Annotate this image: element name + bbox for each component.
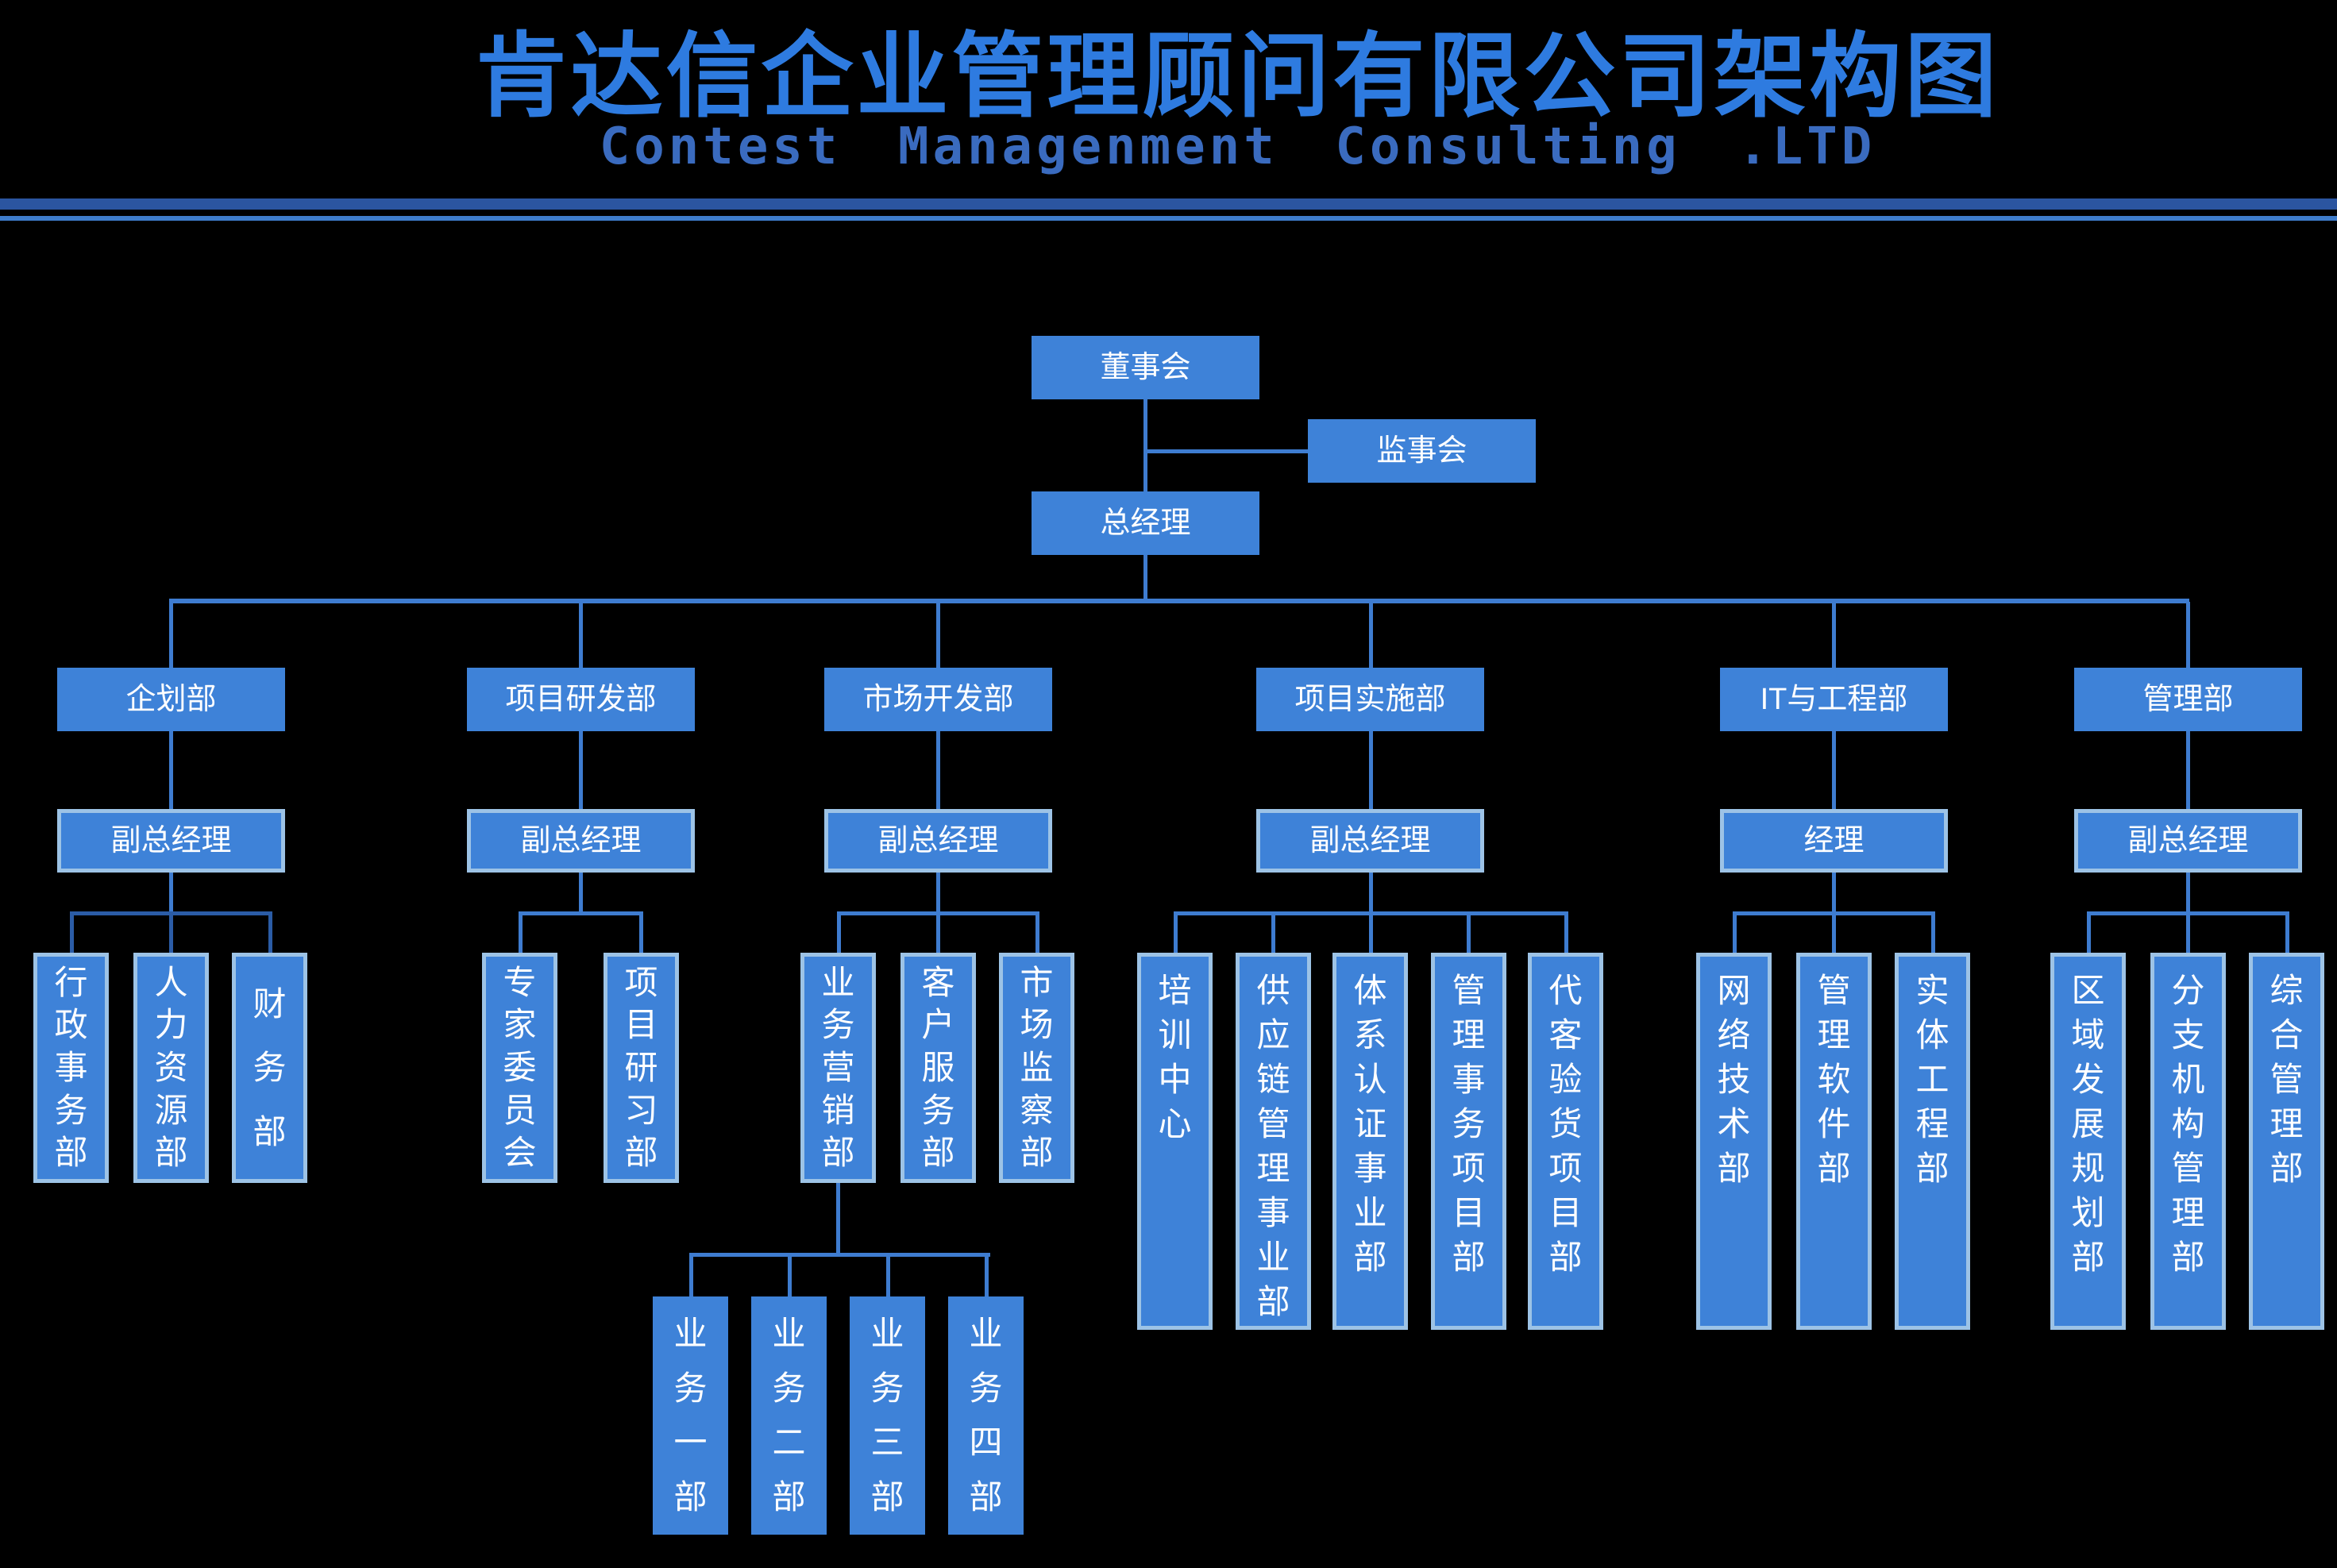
connector-line: [169, 913, 173, 953]
manager-box-planning: 副总经理: [57, 809, 285, 873]
connector-line: [579, 731, 583, 809]
connector-line: [2186, 731, 2190, 809]
connector-line: [519, 913, 523, 953]
leaf-box-management-affairs: 管理事务项目部: [1431, 953, 1506, 1330]
connector-line: [1174, 913, 1178, 953]
connector-line: [1467, 913, 1471, 953]
connector-line: [70, 913, 74, 953]
connector-line: [689, 1254, 693, 1296]
connector-line: [1143, 449, 1308, 453]
leaf-box-physical-engineering: 实体工程部: [1895, 953, 1970, 1330]
leaf-box-customer-service: 客户服务部: [900, 953, 976, 1183]
dept-box-management: 管理部: [2074, 668, 2302, 731]
general-manager-box: 总经理: [1032, 491, 1259, 555]
connector-line: [519, 911, 643, 915]
connector-line: [2186, 913, 2190, 953]
connector-line: [2087, 913, 2091, 953]
manager-box-management: 副总经理: [2074, 809, 2302, 873]
connector-line: [1143, 555, 1147, 600]
connector-line: [1832, 731, 1836, 809]
connector-line: [1832, 602, 1836, 668]
connector-line: [1733, 913, 1737, 953]
connector-line: [1832, 913, 1836, 953]
leaf-box-admin-affairs: 行政事务部: [33, 953, 109, 1183]
connector-line: [936, 873, 940, 913]
manager-box-it-engineering: 经理: [1720, 809, 1948, 873]
connector-line: [2186, 873, 2190, 913]
leaf-box-system-certification: 体系认证事业部: [1332, 953, 1408, 1330]
leaf-box-client-inspection: 代客验货项目部: [1528, 953, 1603, 1330]
title-divider-thin: [0, 216, 2337, 221]
leaf-box-market-supervision: 市场监察部: [999, 953, 1074, 1183]
connector-line: [985, 1254, 989, 1296]
leaf-box-human-resources: 人力资源部: [133, 953, 209, 1183]
manager-box-project-implementation: 副总经理: [1256, 809, 1484, 873]
connector-line: [788, 1254, 792, 1296]
leaf-box-training-center: 培训中心: [1137, 953, 1213, 1330]
connector-line: [1369, 731, 1373, 809]
dept-box-project-implementation: 项目实施部: [1256, 668, 1484, 731]
connector-line: [579, 873, 583, 913]
connector-line: [1143, 399, 1147, 491]
connector-line: [1931, 913, 1935, 953]
connector-line: [1564, 913, 1568, 953]
connector-line: [1369, 913, 1373, 953]
title-divider-thick: [0, 198, 2337, 210]
leaf-box-management-software: 管理软件部: [1796, 953, 1872, 1330]
connector-line: [169, 731, 173, 809]
connector-line: [936, 731, 940, 809]
connector-line: [169, 599, 2189, 603]
connector-line: [689, 1253, 990, 1257]
connector-line: [936, 602, 940, 668]
leaf-box-business-3: 业务三部: [850, 1296, 925, 1535]
connector-line: [1271, 913, 1275, 953]
supervisory-box: 监事会: [1308, 419, 1536, 483]
leaf-box-project-study: 项目研习部: [604, 953, 679, 1183]
connector-line: [1035, 913, 1039, 953]
leaf-box-business-marketing: 业务营销部: [800, 953, 876, 1183]
manager-box-market-dev: 副总经理: [824, 809, 1052, 873]
dept-box-market-dev: 市场开发部: [824, 668, 1052, 731]
connector-line: [268, 913, 272, 953]
connector-line: [1832, 873, 1836, 913]
dept-box-it-engineering: IT与工程部: [1720, 668, 1948, 731]
connector-line: [1369, 602, 1373, 668]
leaf-box-network-technology: 网络技术部: [1696, 953, 1772, 1330]
connector-line: [886, 1254, 890, 1296]
connector-line: [936, 913, 940, 953]
connector-line: [169, 873, 173, 913]
leaf-box-finance: 财务部: [232, 953, 307, 1183]
dept-box-planning: 企划部: [57, 668, 285, 731]
connector-line: [2285, 913, 2289, 953]
leaf-box-supply-chain: 供应链管理事业部: [1236, 953, 1311, 1330]
board-box: 董事会: [1032, 336, 1259, 399]
leaf-box-business-1: 业务一部: [653, 1296, 728, 1535]
company-title-chinese: 肯达信企业管理顾问有限公司架构图: [475, 25, 2000, 128]
leaf-box-expert-committee: 专家委员会: [482, 953, 557, 1183]
connector-line: [836, 1183, 840, 1254]
leaf-box-business-2: 业务二部: [751, 1296, 827, 1535]
company-title-english: Contest Managenment Consulting .LTD: [599, 118, 1876, 176]
connector-line: [639, 913, 643, 953]
connector-line: [169, 602, 173, 668]
leaf-box-general-management: 综合管理部: [2249, 953, 2324, 1330]
connector-line: [837, 913, 841, 953]
dept-box-project-rd: 项目研发部: [467, 668, 695, 731]
connector-line: [2186, 602, 2190, 668]
leaf-box-regional-planning: 区域发展规划部: [2050, 953, 2126, 1330]
manager-box-project-rd: 副总经理: [467, 809, 695, 873]
leaf-box-business-4: 业务四部: [948, 1296, 1024, 1535]
connector-line: [1369, 873, 1373, 913]
leaf-box-branch-management: 分支机构管理部: [2150, 953, 2226, 1330]
connector-line: [579, 602, 583, 668]
